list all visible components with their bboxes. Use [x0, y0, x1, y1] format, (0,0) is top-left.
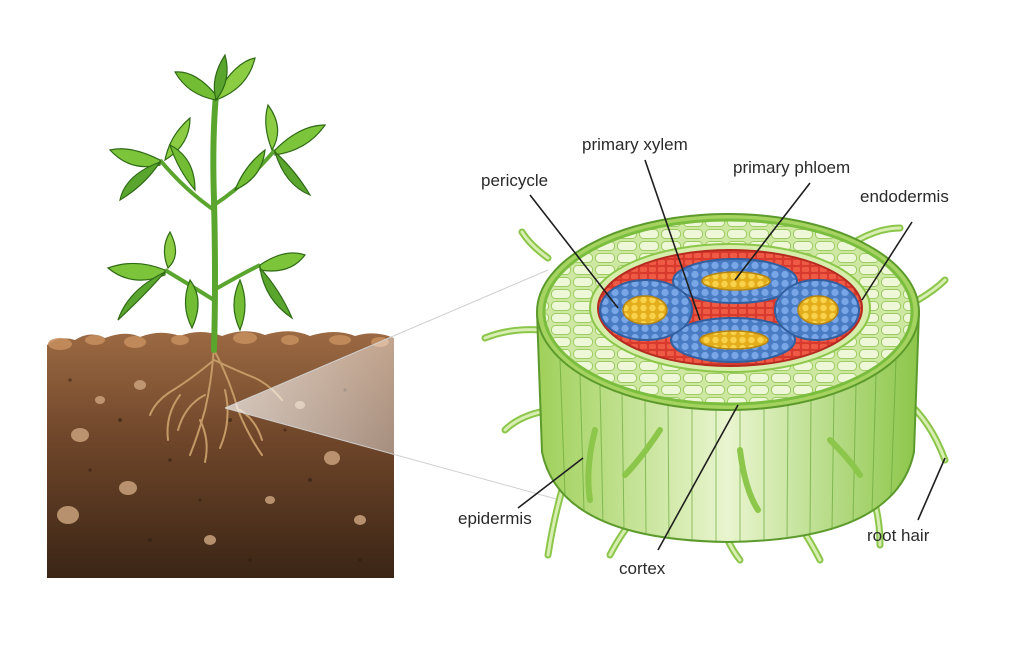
leader-primary-phloem	[734, 182, 811, 281]
leader-lines	[517, 159, 946, 551]
leader-root-hair	[917, 457, 946, 521]
xylem-group-bottom	[699, 330, 769, 350]
xylem-group-left	[622, 295, 668, 325]
label-endodermis: endodermis	[860, 187, 949, 206]
leader-endodermis	[861, 221, 913, 301]
leader-epidermis	[517, 457, 584, 509]
label-primary-xylem: primary xylem	[582, 135, 688, 154]
magnification-beam	[224, 269, 561, 501]
plant-illustration	[106, 53, 327, 463]
leader-primary-xylem	[644, 159, 701, 321]
label-cortex: cortex	[619, 559, 666, 578]
vascular-bundles	[599, 258, 860, 363]
labels: primary xylem primary phloem pericycle e…	[458, 135, 949, 578]
label-primary-phloem: primary phloem	[733, 158, 850, 177]
label-root-hair: root hair	[867, 526, 930, 545]
xylem-group-right	[797, 295, 839, 325]
root-cross-section	[481, 213, 949, 564]
label-epidermis: epidermis	[458, 509, 532, 528]
leader-cortex	[657, 404, 739, 551]
plant-leaves	[106, 53, 327, 332]
label-pericycle: pericycle	[481, 171, 548, 190]
leader-pericycle	[529, 194, 619, 309]
xylem-group-top	[701, 271, 771, 291]
